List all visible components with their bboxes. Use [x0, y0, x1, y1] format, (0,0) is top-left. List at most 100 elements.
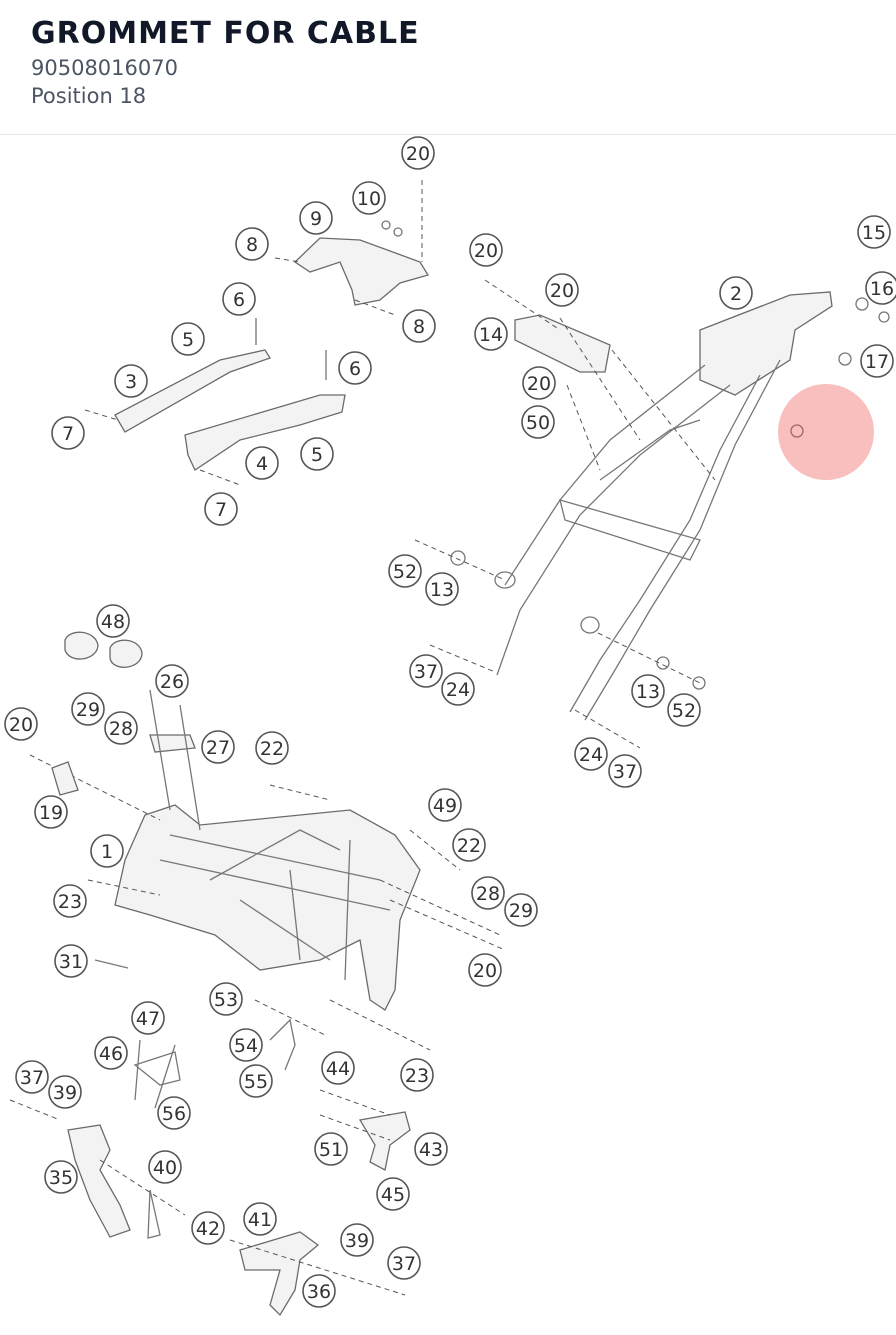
- callout-54[interactable]: 54: [229, 1028, 263, 1062]
- callout-ring: [155, 664, 189, 698]
- callout-6[interactable]: 6: [338, 351, 372, 385]
- callout-20[interactable]: 20: [4, 707, 38, 741]
- callout-37[interactable]: 37: [608, 754, 642, 788]
- callout-13[interactable]: 13: [631, 674, 665, 708]
- callout-23[interactable]: 23: [53, 884, 87, 918]
- callout-13[interactable]: 13: [425, 572, 459, 606]
- callout-37[interactable]: 37: [387, 1246, 421, 1280]
- callout-ring: [667, 693, 701, 727]
- callout-20[interactable]: 20: [522, 366, 556, 400]
- callout-16[interactable]: 16: [865, 271, 896, 305]
- callout-29[interactable]: 29: [504, 893, 538, 927]
- callout-ring: [469, 233, 503, 267]
- callout-number: 16: [870, 278, 894, 300]
- callout-45[interactable]: 45: [376, 1177, 410, 1211]
- callout-ring: [157, 1096, 191, 1130]
- callout-ring: [148, 1150, 182, 1184]
- callout-ring: [302, 1274, 336, 1308]
- callout-10[interactable]: 10: [352, 181, 386, 215]
- callout-6[interactable]: 6: [222, 282, 256, 316]
- callout-ring: [229, 1028, 263, 1062]
- callout-3[interactable]: 3: [114, 364, 148, 398]
- callout-51[interactable]: 51: [314, 1132, 348, 1166]
- callout-17[interactable]: 17: [860, 344, 894, 378]
- callout-number: 27: [206, 737, 230, 759]
- callout-ring: [402, 309, 436, 343]
- callout-41[interactable]: 41: [243, 1202, 277, 1236]
- callout-37[interactable]: 37: [409, 654, 443, 688]
- callout-43[interactable]: 43: [414, 1132, 448, 1166]
- callout-56[interactable]: 56: [157, 1096, 191, 1130]
- callout-number: 53: [214, 989, 238, 1011]
- callout-number: 37: [392, 1253, 416, 1275]
- callout-7[interactable]: 7: [51, 416, 85, 450]
- callout-20[interactable]: 20: [469, 233, 503, 267]
- callout-28[interactable]: 28: [471, 876, 505, 910]
- callout-number: 20: [550, 280, 574, 302]
- callout-ring: [171, 322, 205, 356]
- callout-50[interactable]: 50: [521, 405, 555, 439]
- callout-number: 23: [58, 891, 82, 913]
- callout-ring: [409, 654, 443, 688]
- callout-27[interactable]: 27: [201, 730, 235, 764]
- callout-49[interactable]: 49: [428, 788, 462, 822]
- callout-52[interactable]: 52: [667, 693, 701, 727]
- callout-8[interactable]: 8: [402, 309, 436, 343]
- callout-28[interactable]: 28: [104, 711, 138, 745]
- callout-37[interactable]: 37: [15, 1060, 49, 1094]
- callout-39[interactable]: 39: [48, 1075, 82, 1109]
- callout-42[interactable]: 42: [191, 1211, 225, 1245]
- callout-55[interactable]: 55: [239, 1064, 273, 1098]
- callout-number: 5: [311, 444, 323, 466]
- callout-24[interactable]: 24: [574, 737, 608, 771]
- callout-number: 48: [101, 611, 125, 633]
- callout-14[interactable]: 14: [474, 317, 508, 351]
- callout-20[interactable]: 20: [545, 273, 579, 307]
- part-header: GROMMET FOR CABLE 90508016070 Position 1…: [0, 0, 896, 135]
- callout-36[interactable]: 36: [302, 1274, 336, 1308]
- callout-ring: [414, 1132, 448, 1166]
- callout-7[interactable]: 7: [204, 492, 238, 526]
- callout-number: 46: [99, 1043, 123, 1065]
- callout-ring: [545, 273, 579, 307]
- callout-number: 51: [319, 1139, 343, 1161]
- callout-23[interactable]: 23: [400, 1058, 434, 1092]
- callout-number: 7: [215, 499, 227, 521]
- callout-5[interactable]: 5: [171, 322, 205, 356]
- callout-48[interactable]: 48: [96, 604, 130, 638]
- callout-ring: [388, 554, 422, 588]
- callout-ring: [857, 215, 891, 249]
- callout-number: 4: [256, 453, 268, 475]
- callout-31[interactable]: 31: [54, 944, 88, 978]
- callout-ring: [255, 731, 289, 765]
- callout-35[interactable]: 35: [44, 1160, 78, 1194]
- callout-19[interactable]: 19: [34, 795, 68, 829]
- callout-number: 36: [307, 1281, 331, 1303]
- callout-2[interactable]: 2: [719, 276, 753, 310]
- callout-ring: [51, 416, 85, 450]
- callout-20[interactable]: 20: [468, 953, 502, 987]
- callout-46[interactable]: 46: [94, 1036, 128, 1070]
- callout-52[interactable]: 52: [388, 554, 422, 588]
- callout-9[interactable]: 9: [299, 201, 333, 235]
- callout-20[interactable]: 20: [401, 136, 435, 170]
- callout-29[interactable]: 29: [71, 692, 105, 726]
- callout-4[interactable]: 4: [245, 446, 279, 480]
- callout-24[interactable]: 24: [441, 672, 475, 706]
- callout-47[interactable]: 47: [131, 1001, 165, 1035]
- callout-number: 8: [413, 316, 425, 338]
- callout-40[interactable]: 40: [148, 1150, 182, 1184]
- callout-ring: [191, 1211, 225, 1245]
- callout-ring: [245, 446, 279, 480]
- callout-39[interactable]: 39: [340, 1223, 374, 1257]
- callout-8[interactable]: 8: [235, 227, 269, 261]
- callout-44[interactable]: 44: [321, 1051, 355, 1085]
- callout-15[interactable]: 15: [857, 215, 891, 249]
- callout-22[interactable]: 22: [255, 731, 289, 765]
- callout-5[interactable]: 5: [300, 437, 334, 471]
- callout-1[interactable]: 1: [90, 834, 124, 868]
- callout-26[interactable]: 26: [155, 664, 189, 698]
- callout-53[interactable]: 53: [209, 982, 243, 1016]
- callout-22[interactable]: 22: [452, 828, 486, 862]
- callout-number: 7: [62, 423, 74, 445]
